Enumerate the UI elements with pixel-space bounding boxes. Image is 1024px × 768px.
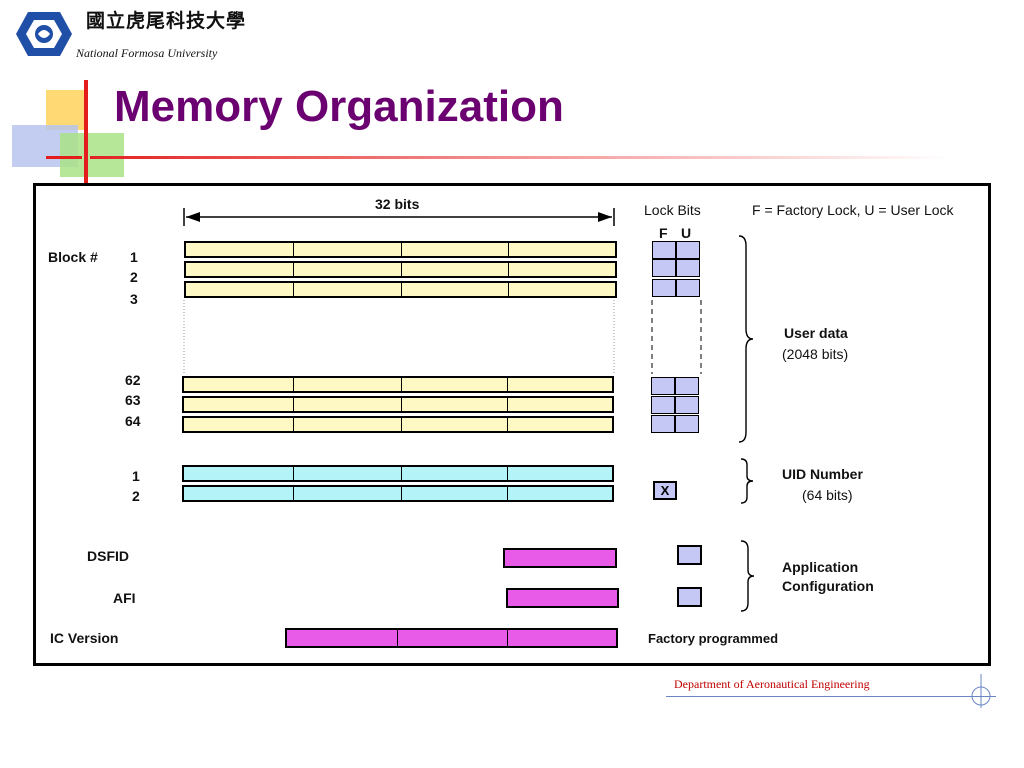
user-data-brace-icon (738, 235, 754, 443)
user-data-label: User data (784, 325, 848, 341)
lock-bit-cell (675, 396, 699, 414)
afi-lock-cell (677, 587, 702, 607)
footer-line (666, 696, 996, 697)
app-config-label-1: Application (782, 559, 859, 575)
dsfid-label: DSFID (87, 548, 129, 564)
lock-legend: F = Factory Lock, U = User Lock (752, 202, 954, 218)
lock-bit-cell (652, 259, 676, 277)
decor-red-horizontal-line (46, 156, 82, 159)
lock-bit-cell (652, 279, 676, 297)
factory-programmed-label: Factory programmed (648, 631, 779, 646)
dsfid-block (503, 548, 617, 568)
lock-bit-cell (676, 241, 700, 259)
afi-block (506, 588, 619, 608)
lock-bit-cell (676, 259, 700, 277)
lock-bit-cell (651, 377, 675, 395)
decor-yellow-square (46, 90, 86, 130)
memory-block-row (182, 376, 614, 393)
app-config-label-2: Configuration (782, 578, 874, 594)
block-num-3: 3 (130, 291, 138, 307)
uid-num-1: 1 (132, 468, 140, 484)
block-num-62: 62 (125, 372, 141, 388)
memory-block-row (182, 396, 614, 413)
memory-block-row (182, 416, 614, 433)
memory-block-row (184, 281, 617, 298)
user-data-bits: (2048 bits) (782, 346, 849, 362)
uid-bits: (64 bits) (802, 487, 853, 503)
uid-block-row (182, 485, 614, 502)
uid-brace-icon (740, 458, 754, 504)
footer-department: Department of Aeronautical Engineering (674, 677, 870, 691)
lock-bit-cell (675, 377, 699, 395)
lock-bit-cell (652, 241, 676, 259)
bits-width-arrow (183, 208, 615, 226)
afi-label: AFI (113, 590, 136, 606)
ic-version-label: IC Version (50, 630, 119, 646)
logo-emblem-icon (16, 12, 72, 56)
lock-bit-cell (651, 415, 675, 433)
footer-emblem-icon (971, 674, 991, 708)
title-underline (90, 156, 950, 159)
uid-number-label: UID Number (782, 466, 863, 482)
block-num-2: 2 (130, 269, 138, 285)
memory-block-row (184, 261, 617, 278)
bits-width-label: 32 bits (375, 196, 420, 212)
slide-title: Memory Organization (114, 82, 564, 131)
memory-diagram-frame (33, 183, 991, 666)
logo-chinese-name: 國立虎尾科技大學 (86, 10, 247, 32)
block-num-1: 1 (130, 249, 138, 265)
lock-bit-cell (676, 279, 700, 297)
ic-version-block (285, 628, 618, 648)
decor-green-square (60, 133, 124, 177)
uid-lock-cell: X (653, 481, 677, 500)
memory-block-row (184, 241, 617, 258)
lock-bit-cell (675, 415, 699, 433)
block-num-63: 63 (125, 392, 141, 408)
lock-bit-cell (651, 396, 675, 414)
lock-bits-label: Lock Bits (644, 202, 701, 218)
block-num-64: 64 (125, 413, 141, 429)
logo-english-name: National Formosa University (76, 46, 218, 60)
block-number-label: Block # (48, 249, 98, 265)
dsfid-lock-cell (677, 545, 702, 565)
lock-f-header: F (659, 225, 668, 241)
uid-block-row (182, 465, 614, 482)
app-config-brace-icon (740, 540, 755, 612)
uid-num-2: 2 (132, 488, 140, 504)
continuation-dotted-lines (183, 300, 702, 374)
lock-u-header: U (681, 225, 692, 241)
decor-red-vertical-line (84, 80, 88, 184)
